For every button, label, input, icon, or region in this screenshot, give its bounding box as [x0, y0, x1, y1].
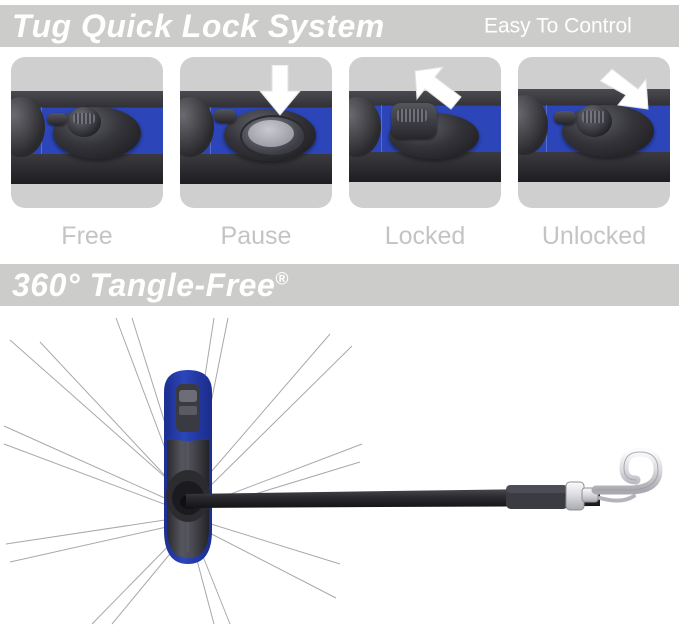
retractable-leash-handle [164, 370, 212, 564]
leash-handle-photo-free [11, 57, 163, 208]
lock-state-label-pause: Pause [220, 222, 292, 250]
arrow-down-right-icon [596, 67, 650, 117]
lock-state-label-row: Free Pause Locked Unlocked [0, 220, 679, 252]
banner-title-tangle-free: 360° Tangle-Free® [12, 269, 289, 301]
lock-state-panel-unlocked[interactable] [518, 57, 670, 208]
leash-handle-photo-pause [180, 57, 332, 208]
lock-state-label-free: Free [61, 222, 113, 250]
leash-handle-photo-unlocked [518, 57, 670, 208]
registered-trademark-icon: ® [275, 268, 289, 289]
leash-handle-photo-locked [349, 57, 501, 208]
arrow-down-icon [258, 65, 302, 117]
arrow-up-left-icon [413, 65, 465, 113]
banner-title-tangle-free-text: 360° Tangle-Free [12, 267, 276, 303]
lock-state-label-unlocked: Unlocked [541, 222, 647, 250]
lock-state-panel-free[interactable] [11, 57, 163, 208]
banner-subtitle-easy-to-control: Easy To Control [484, 14, 632, 38]
tug-quick-lock-banner: Tug Quick Lock System Easy To Control [0, 5, 679, 47]
leash-strap [186, 485, 600, 509]
banner-title-tug-quick-lock: Tug Quick Lock System [12, 8, 385, 44]
lock-state-panel-locked[interactable] [349, 57, 501, 208]
lock-state-panel-pause[interactable] [180, 57, 332, 208]
tangle-free-illustration [0, 312, 679, 628]
lock-state-label-locked: Locked [384, 222, 466, 250]
swivel-snap-hook [565, 447, 663, 511]
tangle-free-banner: 360° Tangle-Free® [0, 264, 679, 306]
lock-state-panel-row [0, 57, 679, 212]
